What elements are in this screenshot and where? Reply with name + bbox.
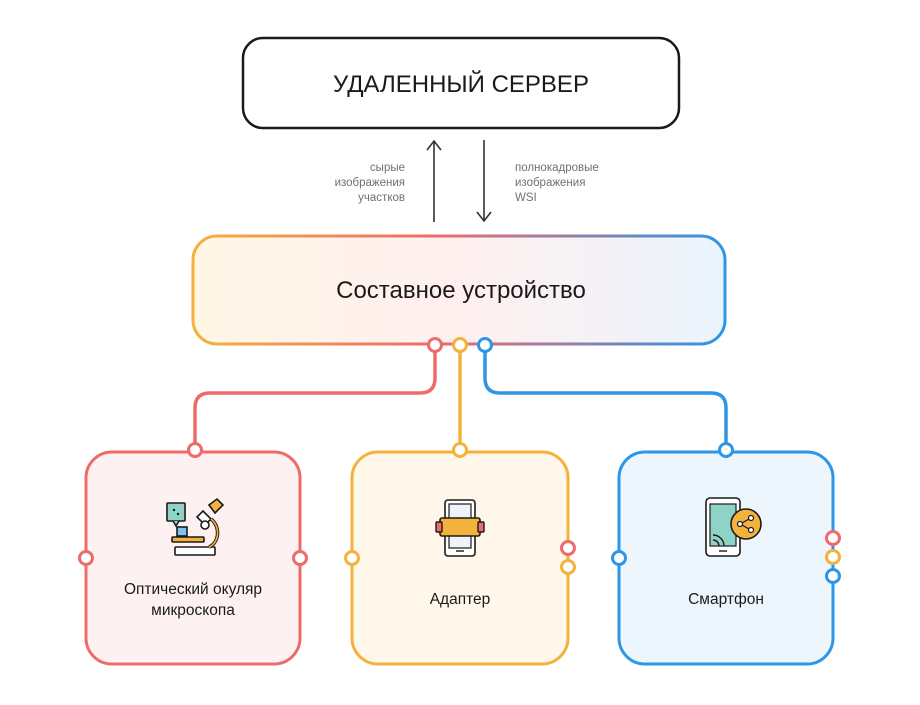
upload-label-line: участков [358,192,405,204]
port-node [477,337,493,353]
port-node [718,442,734,458]
connector-blue [483,351,728,443]
microscope-icon [166,497,225,556]
adapter-label: Адаптер [430,591,491,608]
composite-device-box: Составное устройство [191,234,727,346]
download-label-line: изображения [515,177,585,189]
download-arrow [476,140,492,223]
connector-red [193,351,437,443]
port-node [611,550,627,566]
upload-arrow [426,139,442,222]
port-node [78,550,94,566]
upload-label-line: изображения [335,177,405,189]
microscope-label-line: Оптический окуляр [124,581,262,598]
microscope-box: Оптический окуляр микроскопа [78,442,308,666]
port-node [825,568,841,584]
composite-device-title: Составное устройство [336,277,586,304]
microscope-label-line: микроскопа [151,602,235,619]
download-arrow-label: полнокадровые изображения WSI [515,162,599,204]
download-label-line: WSI [515,192,537,204]
port-node [344,550,360,566]
port-node [187,442,203,458]
remote-server-title: УДАЛЕННЫЙ СЕРВЕР [333,70,589,98]
smartphone-box: Смартфон [611,442,841,666]
port-node [452,337,468,353]
port-node [560,540,576,556]
upload-arrow-label: сырые изображения участков [335,162,405,204]
port-node [452,442,468,458]
port-node [427,337,443,353]
smartphone-label: Смартфон [688,591,764,608]
remote-server-box: УДАЛЕННЫЙ СЕРВЕР [241,36,681,130]
port-node [292,550,308,566]
smartphone-icon [705,497,762,557]
port-node [825,549,841,565]
port-node [560,559,576,575]
download-label-line: полнокадровые [515,162,599,174]
adapter-box: Адаптер [344,442,576,666]
port-node [825,530,841,546]
upload-label-line: сырые [370,162,405,174]
adapter-icon [435,499,485,557]
